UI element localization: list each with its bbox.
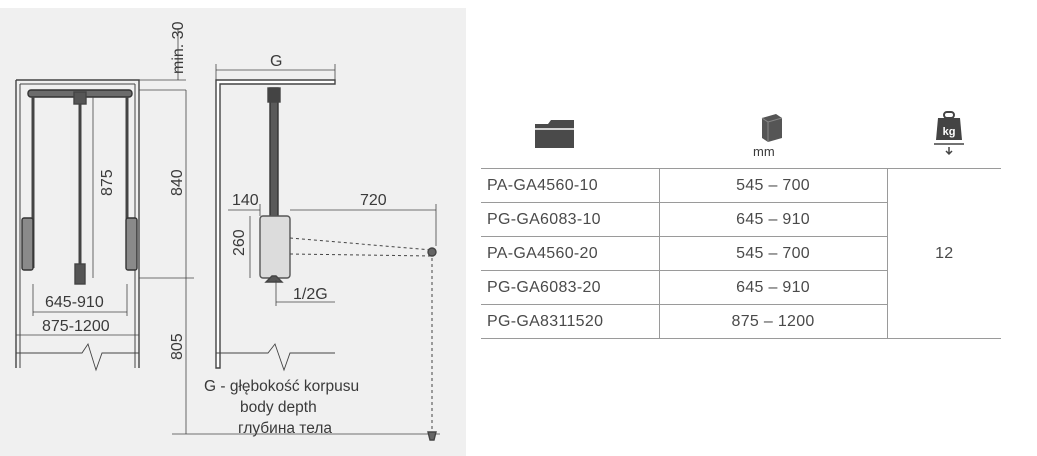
product-spec-table: PA-GA4560-10 545 – 700 12 PG-GA6083-10 6… [481, 168, 1001, 339]
table-row: PG-GA6083-10 645 – 910 [481, 202, 1001, 237]
weight-kg-icon: kg [934, 111, 964, 156]
legend-line-en: body depth [240, 399, 317, 416]
pull-down-basket [259, 215, 291, 279]
width-unit-label: mm [753, 144, 775, 159]
depth-label: G [270, 53, 282, 70]
product-code-cell: PA-GA4560-10 [481, 168, 660, 203]
width-range-cell: 645 – 910 [659, 270, 888, 305]
table-row: PG-GA6083-20 645 – 910 [481, 270, 1001, 305]
product-code-cell: PG-GA6083-20 [481, 270, 660, 305]
product-code-cell: PG-GA8311520 [481, 304, 660, 339]
technical-drawing: min. 30 875 840 805 645-910 875-1200 [15, 21, 440, 441]
half-depth-label: 1/2G [293, 286, 328, 303]
kg-icon-text: kg [943, 126, 956, 138]
load-capacity-cell: 12 [887, 168, 1001, 339]
min-clearance-label: min. 30 [170, 21, 187, 74]
front-view [15, 79, 140, 372]
reach-label: 720 [360, 192, 387, 209]
width-range-cell: 875 – 1200 [659, 304, 888, 339]
lower-height-label: 805 [169, 333, 186, 360]
rail-width-label: 645-910 [45, 294, 104, 311]
cabinet-height-label: 840 [169, 169, 186, 196]
table-row: PA-GA4560-10 545 – 700 12 [481, 168, 1001, 339]
legend-line-pl: G - głębokość korpusu [204, 378, 359, 395]
product-code-cell: PA-GA4560-20 [481, 236, 660, 271]
width-range-cell: 545 – 700 [659, 236, 888, 271]
offset-label: 140 [232, 192, 259, 209]
basket-height-label: 260 [231, 229, 248, 256]
cabinet-width-icon [761, 114, 783, 142]
side-view [215, 64, 437, 441]
folder-icon [535, 120, 574, 148]
width-range-cell: 645 – 910 [659, 202, 888, 237]
legend-line-ru: глубина тела [238, 420, 332, 437]
inner-height-label: 875 [99, 169, 116, 196]
cabinet-width-label: 875-1200 [42, 318, 110, 335]
table-row: PA-GA4560-20 545 – 700 [481, 236, 1001, 271]
product-code-cell: PG-GA6083-10 [481, 202, 660, 237]
width-range-cell: 545 – 700 [659, 168, 888, 203]
table-row: PG-GA8311520 875 – 1200 [481, 304, 1001, 339]
